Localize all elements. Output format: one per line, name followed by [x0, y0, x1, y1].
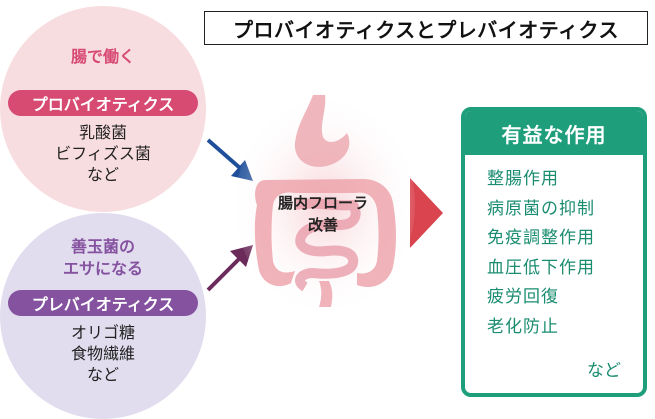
benefit-item: 疲労回復	[487, 287, 559, 307]
prebiotics-circle	[0, 213, 206, 419]
probiotics-pill: プロバイオティクス	[8, 90, 198, 116]
intestine-icon	[235, 95, 415, 310]
prebiotics-heading-line1: 善玉菌の	[70, 237, 135, 256]
prebiotics-heading: 善玉菌の エサになる	[0, 236, 206, 280]
probiotics-item: など	[86, 165, 119, 184]
benefit-item: 血圧低下作用	[487, 257, 595, 278]
benefit-item: 病原菌の抑制	[487, 198, 595, 219]
benefit-item: 整腸作用	[487, 169, 559, 189]
diagram-title: プロバイオティクスとプレバイオティクス	[204, 11, 648, 45]
prebiotics-pill: プレバイオティクス	[8, 290, 198, 316]
probiotics-item: ビフィズス菌	[55, 144, 151, 163]
benefits-heading: 有益な作用	[465, 111, 643, 155]
prebiotics-heading-line2: エサになる	[62, 259, 143, 278]
probiotics-heading: 腸で働く	[70, 47, 135, 66]
prebiotics-list: オリゴ糖 食物繊維 など	[0, 322, 206, 385]
benefits-etc: など	[587, 361, 621, 381]
center-label-line2: 改善	[307, 216, 338, 234]
benefits-box: 有益な作用 整腸作用 病原菌の抑制 免疫調整作用 血圧低下作用 疲労回復 老化防…	[461, 107, 647, 397]
center-label: 腸内フローラ 改善	[238, 192, 408, 236]
probiotics-item: 乳酸菌	[78, 123, 127, 142]
center-label-line1: 腸内フローラ	[277, 194, 368, 212]
prebiotics-item: 食物繊維	[70, 344, 135, 363]
benefit-item: 老化防止	[487, 316, 559, 337]
prebiotics-item: など	[86, 365, 119, 384]
benefit-item: 免疫調整作用	[487, 228, 595, 248]
probiotics-list: 乳酸菌 ビフィズス菌 など	[0, 122, 206, 185]
prebiotics-item: オリゴ糖	[70, 323, 135, 342]
benefits-list: 整腸作用 病原菌の抑制 免疫調整作用 血圧低下作用 疲労回復 老化防止	[465, 155, 643, 342]
